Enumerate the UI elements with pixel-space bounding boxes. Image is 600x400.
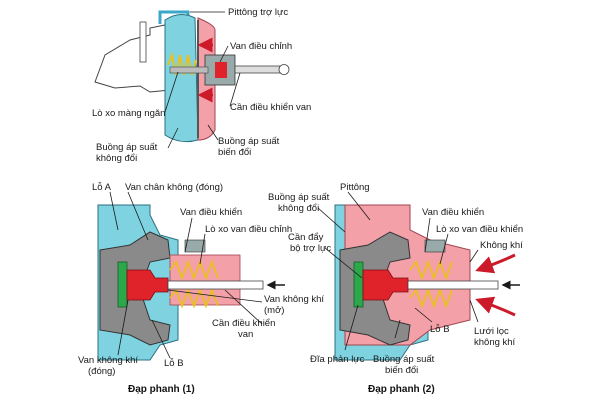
- label-hole-b-left: Lỗ B: [164, 358, 184, 369]
- valve-spring-right-2: [409, 287, 453, 309]
- master-cylinder-outline: [94, 24, 171, 93]
- label-air-filter-2: không khí: [474, 337, 516, 348]
- label-air-valve-open-2: (mở): [264, 305, 284, 316]
- valve-spring-left: [169, 259, 219, 281]
- label-hole-b-right: Lỗ B: [430, 324, 450, 335]
- label-operating-rod-top: Cần điều khiển van: [230, 102, 311, 113]
- vacuum-valve-left: [184, 239, 206, 253]
- label-air: Không khí: [480, 240, 523, 251]
- label-hole-a: Lỗ A: [92, 182, 112, 193]
- leader-air-valve-open: [167, 289, 263, 303]
- label-constant-top-1: Buồng áp suất: [96, 142, 158, 153]
- label-air-filter-1: Lưới lọc: [474, 326, 509, 337]
- label-operating-rod-left-2: van: [238, 329, 253, 340]
- leader-operating-rod-top: [229, 72, 241, 107]
- operating-rod-top: [234, 65, 284, 74]
- leader-control-valve-left: [184, 217, 193, 253]
- air-valve-plunger-right: [362, 269, 409, 301]
- leader-diaphragm-spring: [164, 71, 179, 113]
- constant-pressure-chamber-top: [164, 14, 199, 143]
- air-inflow-arrow-1: [475, 253, 516, 274]
- label-air-valve-closed-1: Van không khí: [78, 355, 138, 366]
- label-piston: Pittông: [340, 182, 370, 193]
- label-vacuum-valve-closed: Van chân không (đóng): [125, 182, 223, 193]
- leader-valve-spring-right: [439, 233, 449, 265]
- leader-constant-right: [317, 207, 346, 233]
- reaction-disc-right: [353, 261, 364, 308]
- air-inflow-arrow-2: [475, 296, 516, 317]
- label-push-rod-1: Cần đẩy: [288, 232, 324, 243]
- top-booster-assembly: [94, 10, 290, 143]
- control-valve-top: [215, 62, 227, 78]
- leader-hole-a: [109, 191, 119, 231]
- leader-variable-right: [394, 319, 401, 339]
- vacuum-valve-right: [424, 239, 446, 253]
- leader-reaction-disc: [344, 304, 359, 351]
- leader-control-valve-right: [424, 217, 431, 253]
- leader-operating-rod-left: [224, 289, 263, 325]
- rod-clevis-top: [278, 64, 290, 75]
- valve-spring-right: [409, 259, 453, 281]
- label-variable-top-2: biến đổi: [218, 147, 251, 158]
- leader-control-valve-top: [219, 45, 229, 63]
- label-variable-right-2: biến đổi: [385, 365, 418, 376]
- label-constant-right-2: không đổi: [278, 203, 319, 214]
- right-booster-section: [334, 204, 520, 361]
- label-variable-right-1: Buồng áp suất: [373, 354, 435, 365]
- label-valve-spring-left: Lò xo van điều chỉnh: [205, 224, 292, 235]
- reaction-disc-left: [117, 261, 128, 308]
- label-diaphragm-spring: Lò xo màng ngăn: [92, 108, 165, 119]
- leader-constant-top: [167, 127, 179, 149]
- push-rod-top: [169, 66, 209, 74]
- left-booster-section: [97, 204, 285, 361]
- label-valve-spring-right: Lò xo van điều khiển: [436, 224, 523, 235]
- air-valve-plunger-left: [126, 269, 169, 301]
- variable-chamber-left: [169, 254, 241, 306]
- label-reaction-disc: Đĩa phản lực: [310, 354, 365, 365]
- leader-valve-spring-left: [199, 233, 206, 265]
- label-air-valve-closed-2: (đóng): [88, 366, 115, 377]
- leader-variable-top: [207, 124, 219, 141]
- operating-rod-right: [407, 280, 499, 290]
- caption-left: Đạp phanh (1): [128, 384, 195, 395]
- label-variable-top-1: Buồng áp suất: [218, 136, 280, 147]
- label-operating-rod-left-1: Cần điều khiển: [212, 318, 275, 329]
- label-control-valve-top: Van điều chỉnh: [230, 41, 292, 52]
- leader-air-valve-closed: [117, 299, 129, 356]
- label-booster-piston: Pittông trợ lực: [228, 7, 288, 18]
- label-push-rod-2: bộ trợ lực: [290, 243, 331, 254]
- leader-air: [469, 249, 479, 263]
- operating-rod-left: [167, 280, 264, 290]
- label-air-valve-open-1: Van không khí: [264, 294, 324, 305]
- leader-piston: [347, 191, 371, 221]
- leader-push-rod: [324, 247, 363, 279]
- caption-right: Đạp phanh (2): [368, 384, 435, 395]
- label-constant-top-2: không đổi: [96, 153, 137, 164]
- leader-vacuum-valve: [127, 191, 149, 241]
- leader-hole-b-left: [151, 319, 171, 359]
- label-control-valve-left: Van điều khiển: [180, 207, 242, 218]
- label-control-valve-right: Van điều khiển: [422, 207, 484, 218]
- label-constant-right-1: Buồng áp suất: [268, 192, 330, 203]
- leader-hole-b-right: [414, 307, 433, 323]
- leader-air-filter: [469, 299, 479, 323]
- master-cylinder-port: [139, 21, 147, 63]
